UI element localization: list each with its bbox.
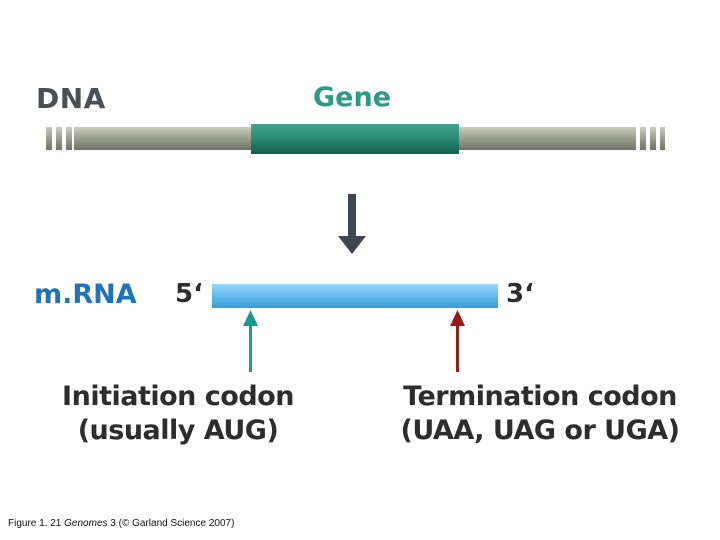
initiation-codon-title: Initiation codon	[62, 381, 294, 412]
dna-left-dash-2	[56, 127, 62, 150]
three-prime-label: 3‘	[506, 279, 534, 309]
initiation-codon-label: Initiation codon (usually AUG)	[28, 380, 328, 448]
five-prime-label: 5‘	[175, 279, 203, 309]
dna-left-dash-3	[66, 127, 72, 150]
transcription-arrow	[338, 194, 366, 254]
dna-right-dash-2	[650, 127, 656, 150]
caption-book: Genomes	[64, 518, 108, 529]
dna-left-dash-1	[46, 127, 52, 150]
termination-codon-title: Termination codon	[403, 381, 677, 412]
initiation-arrow	[243, 310, 258, 372]
gene-label: Gene	[313, 82, 392, 113]
termination-arrow	[450, 310, 465, 372]
mrna-strand	[212, 284, 498, 308]
initiation-codon-detail: (usually AUG)	[77, 415, 279, 446]
termination-codon-label: Termination codon (UAA, UAG or UGA)	[370, 380, 710, 448]
gene-region	[251, 124, 459, 154]
dna-right-dash-3	[660, 127, 665, 150]
termination-codon-detail: (UAA, UAG or UGA)	[400, 415, 680, 446]
caption-figure: Figure 1. 21	[8, 518, 65, 529]
caption-rest: 3 (© Garland Science 2007)	[107, 518, 235, 529]
figure-caption: Figure 1. 21 Genomes 3 (© Garland Scienc…	[8, 518, 234, 529]
dna-label: DNA	[36, 82, 106, 115]
dna-right-dash-1	[640, 127, 646, 150]
mrna-label: m.RNA	[34, 279, 137, 310]
